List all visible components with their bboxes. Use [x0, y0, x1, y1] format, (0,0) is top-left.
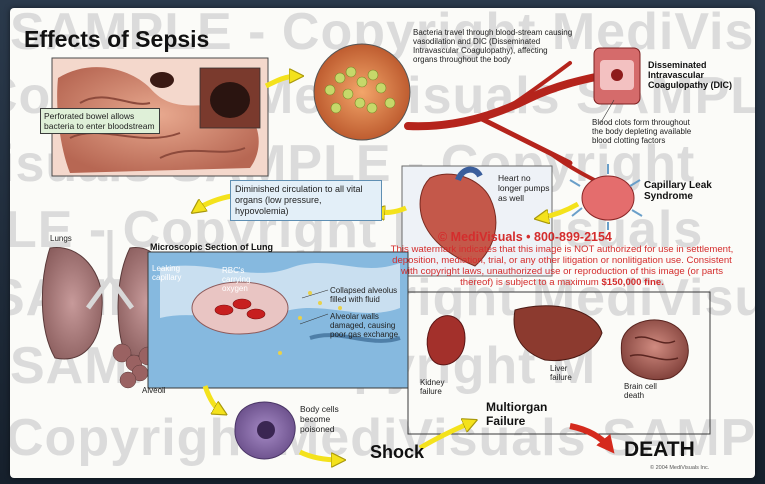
- dic-title: Disseminated Intravascular Coagulopathy …: [648, 60, 748, 90]
- copyright-fine: $150,000 fine.: [601, 277, 663, 288]
- body-cell-illustration: [235, 402, 295, 459]
- leaking-capillary-label: Leaking capillary: [152, 264, 192, 282]
- collapsed-alveolus-label: Collapsed alveolus filled with fluid: [330, 286, 404, 304]
- death-arrow: [570, 426, 610, 448]
- dic-description: Blood clots form throughout the body dep…: [592, 118, 702, 145]
- page-title: Effects of Sepsis: [24, 26, 209, 53]
- liver-illustration: [514, 306, 602, 361]
- multiorgan-label: Multiorgan Failure: [486, 400, 586, 428]
- sepsis-illustrations: [10, 8, 755, 478]
- dic-clot-icon: [594, 48, 640, 104]
- shock-label: Shock: [370, 442, 424, 463]
- micro-section-title: Microscopic Section of Lung: [150, 242, 273, 252]
- alveoli-label: Alveoli: [142, 386, 166, 395]
- kidney-label: Kidney failure: [420, 378, 460, 396]
- brain-label: Brain cell death: [624, 382, 674, 400]
- brain-illustration: [621, 320, 688, 380]
- alveolar-walls-label: Alveolar walls damaged, causing poor gas…: [330, 312, 406, 339]
- copyright-brand-line: © MediVisuals • 800-899-2154: [438, 230, 612, 244]
- kidney-illustration: [427, 316, 465, 365]
- footer-copyright: © 2004 MediVisuals Inc.: [650, 464, 709, 473]
- lungs-label: Lungs: [50, 234, 72, 243]
- death-label: DEATH: [624, 438, 695, 462]
- bacteria-cluster: [314, 44, 410, 140]
- liver-label: Liver failure: [550, 364, 586, 382]
- copyright-notice: This watermark indicates that this image…: [390, 244, 734, 288]
- bacteria-travel-label: Bacteria travel through blood-stream cau…: [413, 28, 573, 64]
- body-cells-label: Body cells become poisoned: [300, 404, 360, 434]
- capillary-leak-label: Capillary Leak Syndrome: [644, 180, 734, 202]
- illustration-card: SAMPLE - Copyright MediVisuals Copyright…: [10, 8, 755, 478]
- rbc-label: RBC's carrying oxygen: [222, 266, 274, 293]
- heart-label: Heart no longer pumps as well: [498, 173, 550, 203]
- perforated-bowel-label: Perforated bowel allows bacteria to ente…: [40, 108, 160, 134]
- diminished-circulation-label: Diminished circulation to all vital orga…: [230, 180, 382, 221]
- copyright-notice-text: This watermark indicates that this image…: [391, 244, 734, 288]
